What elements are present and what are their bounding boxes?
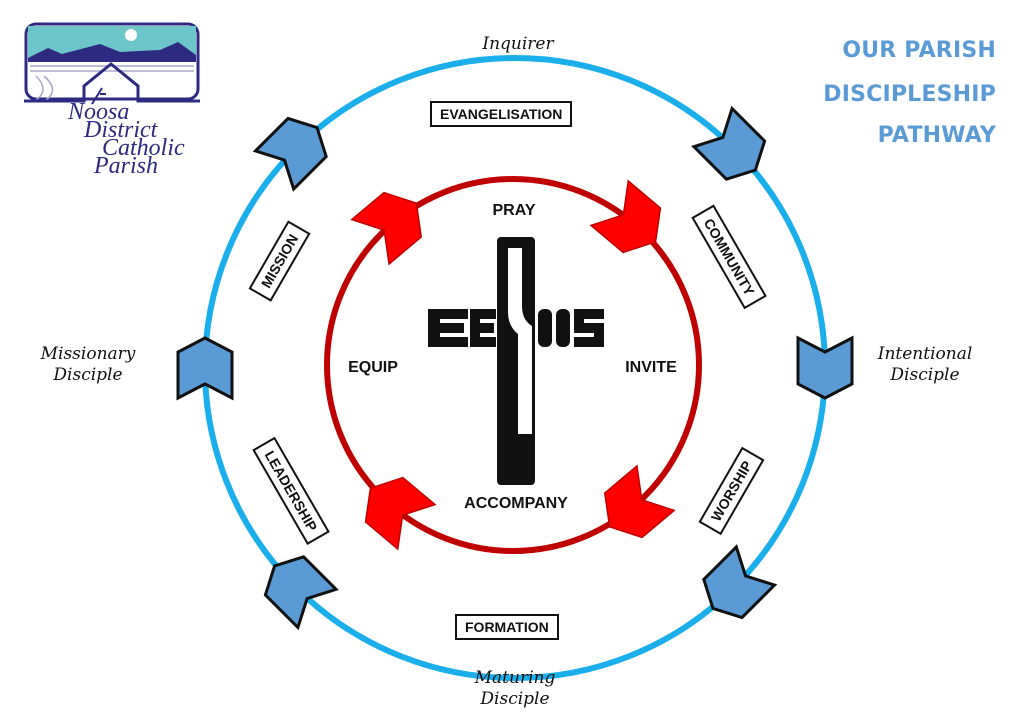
outer-cycle-arrow [691,105,767,181]
logo-sky [28,26,196,58]
inner-cycle-arrow [589,179,662,254]
cross-icon [428,237,604,485]
title-line-1: OUR PARISH [842,38,996,63]
stage-intentional-disciple: Intentional Disciple [877,344,973,385]
outer-cycle-arrow [796,335,854,400]
outer-cycle-arrow [702,544,778,620]
step-accompany: ACCOMPANY [464,495,568,512]
inner-cycle-arrows [350,179,676,551]
title-line-3: PATHWAY [877,123,996,148]
logo-mountains [28,42,196,62]
inner-cycle-arrow [350,191,423,266]
logo-line-parish: Parish [94,153,159,179]
stage-inquirer: Inquirer [482,34,554,54]
step-pray: PRAY [492,202,536,219]
inner-cycle-arrow [364,476,437,551]
outer-cycle-arrow [252,116,328,192]
stage-missionary-disciple: Missionary Disciple [40,344,136,385]
logo-line-noosa: Noosa [68,99,130,125]
logo-line-district: District [84,117,158,143]
step-equip: EQUIP [348,359,398,376]
logo-line-catholic: Catholic [102,135,185,161]
outer-cycle-arrow [176,336,234,401]
inner-cycle-ring [324,176,702,554]
inner-cycle-arrow [603,464,676,539]
outer-cycle-arrow [263,555,339,631]
cross-inner-cutout [508,248,532,434]
logo-cross [91,87,106,105]
logo-moon [125,29,137,41]
jesus-wordmark [428,309,604,347]
activity-formation: FORMATION [455,614,559,640]
logo-church-roof [24,62,200,103]
activity-evangelisation: EVANGELISATION [430,101,573,127]
parish-logo [24,22,200,105]
step-invite: INVITE [625,359,677,376]
title-line-2: DISCIPLESHIP [823,82,996,107]
outer-cycle-arrows [176,105,854,631]
stage-maturing-disciple: Maturing Disciple [474,668,556,709]
